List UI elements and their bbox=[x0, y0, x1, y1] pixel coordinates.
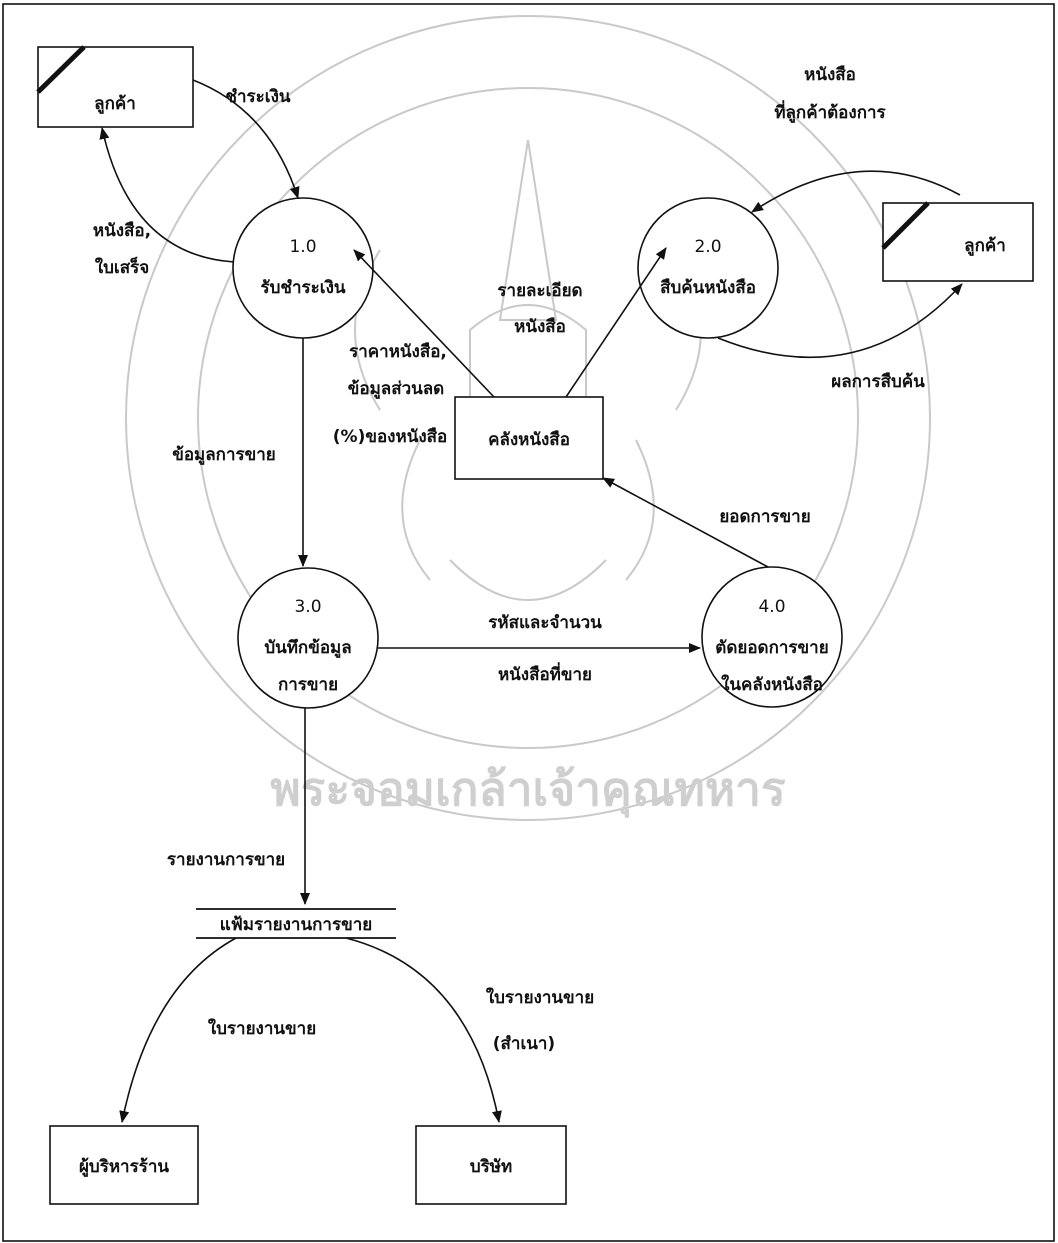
flow-label-wanted-books-2: ที่ลูกค้าต้องการ bbox=[774, 100, 886, 124]
flow-sales-sheet-arrow bbox=[119, 937, 237, 1123]
process-number: 2.0 bbox=[694, 237, 721, 257]
process-1: 1.0 รับชำระเงิน bbox=[232, 197, 374, 339]
flow-label-sales-report: รายงานการขาย bbox=[167, 850, 285, 870]
entity-label: ผู้บริหารร้าน bbox=[79, 1157, 169, 1178]
entity-label: ลูกค้า bbox=[94, 94, 136, 115]
watermark-text: พระจอมเกล้าเจ้าคุณทหาร bbox=[270, 762, 786, 818]
flow-books-receipt-arrow bbox=[99, 127, 235, 263]
process-2: 2.0 สืบค้นหนังสือ bbox=[637, 197, 779, 339]
flow-book-details-arrow bbox=[565, 247, 667, 398]
university-seal-watermark: พระจอมเกล้าเจ้าคุณทหาร bbox=[125, 15, 931, 821]
outer-frame bbox=[2, 3, 1055, 1242]
store-sales-report-file: แฟ้มรายงานการขาย bbox=[196, 908, 396, 939]
entity-customer-right: ลูกค้า bbox=[881, 201, 1034, 282]
flow-label-books-receipt-2: ใบเสร็จ bbox=[95, 255, 149, 278]
flow-search-result-arrow bbox=[717, 283, 963, 359]
flow-label-sales-data: ข้อมูลการขาย bbox=[172, 445, 276, 466]
process-label: รับชำระเงิน bbox=[261, 278, 346, 298]
flow-payment-arrow bbox=[192, 79, 300, 199]
process-number: 3.0 bbox=[294, 597, 321, 617]
process-number: 1.0 bbox=[289, 237, 316, 257]
process-4: 4.0 ตัดยอดการขาย ในคลังหนังสือ bbox=[701, 566, 843, 708]
flow-label-books-receipt-1: หนังสือ, bbox=[93, 220, 151, 241]
process-label-2: ในคลังหนังสือ bbox=[721, 674, 823, 695]
process-3: 3.0 บันทึกข้อมูล การขาย bbox=[237, 567, 379, 709]
flow-label-book-details-1: รายละเอียด bbox=[497, 280, 582, 301]
flow-sales-total-arrow bbox=[602, 477, 769, 568]
flow-label-price-discount-2: ข้อมูลส่วนลด bbox=[348, 379, 444, 400]
flow-label-price-discount-1: ราคาหนังสือ, bbox=[349, 341, 447, 362]
flow-price-discount-arrow bbox=[353, 249, 495, 398]
entity-company: บริษัท bbox=[415, 1125, 567, 1205]
flow-label-sales-sheet-copy-2: (สำเนา) bbox=[493, 1034, 555, 1054]
entity-manager: ผู้บริหารร้าน bbox=[49, 1125, 199, 1205]
flow-label-sales-sheet-copy-1: ใบรายงานขาย bbox=[486, 987, 594, 1008]
process-label-2: การขาย bbox=[278, 675, 338, 695]
process-label: ตัดยอดการขาย bbox=[715, 638, 828, 658]
flow-label-sales-sheet: ใบรายงานขาย bbox=[208, 1018, 316, 1039]
flow-label-price-discount-3: (%)ของหนังสือ bbox=[333, 426, 447, 447]
flow-label-code-qty-1: รหัสและจำนวน bbox=[488, 613, 602, 633]
flow-label-payment: ชำระเงิน bbox=[225, 87, 290, 107]
store-label: คลังหนังสือ bbox=[488, 429, 570, 450]
flow-label-sales-total: ยอดการขาย bbox=[719, 507, 810, 527]
entity-label: ลูกค้า bbox=[964, 236, 1006, 257]
entity-label: บริษัท bbox=[470, 1157, 512, 1177]
flow-label-search-result: ผลการสืบค้น bbox=[831, 371, 925, 392]
flow-sales-sheet-copy-arrow bbox=[345, 937, 502, 1123]
entity-customer-left: ลูกค้า bbox=[36, 45, 194, 128]
store-label: แฟ้มรายงานการขาย bbox=[220, 915, 372, 935]
flow-label-wanted-books-1: หนังสือ bbox=[804, 64, 856, 85]
process-label: บันทึกข้อมูล bbox=[264, 638, 351, 659]
flow-wanted-books-arrow bbox=[751, 170, 961, 213]
process-label: สืบค้นหนังสือ bbox=[660, 277, 756, 298]
flow-label-code-qty-2: หนังสือที่ขาย bbox=[498, 662, 592, 685]
process-number: 4.0 bbox=[758, 597, 785, 617]
flow-label-book-details-2: หนังสือ bbox=[514, 316, 566, 337]
store-book-warehouse: คลังหนังสือ bbox=[454, 396, 604, 480]
